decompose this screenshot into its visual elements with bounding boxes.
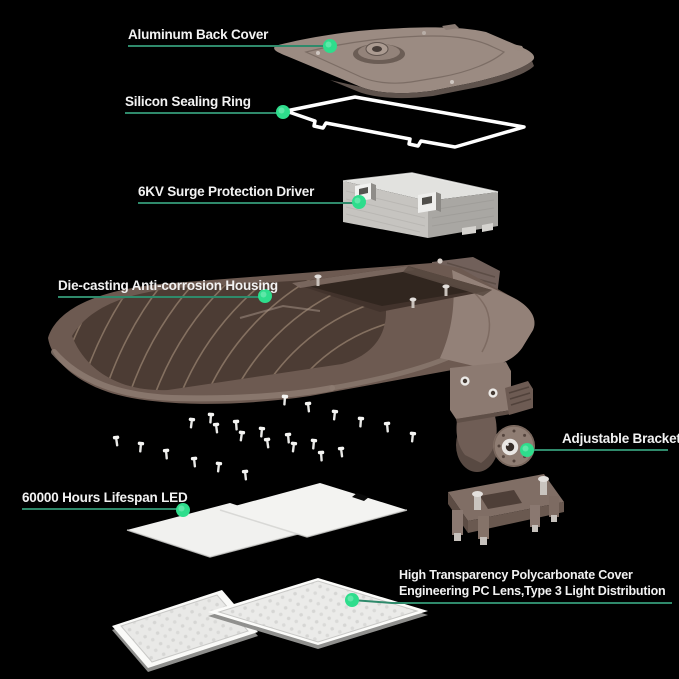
label-pc-lens-line1: High Transparency Polycarbonate Cover [399, 568, 633, 582]
screw [383, 421, 392, 433]
label-pc-lens: High Transparency Polycarbonate Cover En… [399, 567, 666, 599]
label-lifespan-led: 60000 Hours Lifespan LED [22, 490, 188, 505]
label-adjustable-bracket: Adjustable Bracket [562, 431, 679, 446]
bracket-legs [452, 496, 559, 545]
screw [214, 461, 223, 473]
base-bolt [472, 491, 483, 510]
part-aluminum-back-cover [274, 24, 535, 99]
housing-bolt [442, 284, 450, 296]
screw [212, 422, 221, 434]
screw [337, 446, 346, 458]
housing-bolt [314, 274, 322, 286]
leader-line [351, 599, 672, 604]
label-silicon-sealing-ring: Silicon Sealing Ring [125, 94, 251, 109]
screw [289, 441, 298, 453]
screw [162, 448, 171, 460]
screw [207, 412, 215, 424]
label-aluminum-back-cover: Aluminum Back Cover [128, 27, 269, 42]
screw [357, 416, 365, 428]
screw [232, 419, 240, 431]
base-bolt [538, 476, 549, 495]
screw [304, 401, 313, 413]
screw [257, 426, 266, 438]
label-pc-lens-line2: Engineering PC Lens,Type 3 Light Distrib… [399, 584, 666, 598]
part-silicon-sealing-ring [284, 95, 526, 149]
label-die-casting-housing: Die-casting Anti-corrosion Housing [58, 278, 278, 293]
label-surge-protection-driver: 6KV Surge Protection Driver [138, 184, 315, 199]
housing-bolt [409, 297, 417, 308]
screw [187, 417, 196, 429]
part-adjustable-bracket [448, 362, 564, 545]
screws-field [112, 394, 417, 481]
screw [281, 394, 289, 406]
screw [112, 435, 121, 447]
housing-fins-area [72, 277, 386, 391]
screw [263, 437, 272, 449]
screw [408, 431, 417, 443]
screw [330, 409, 339, 421]
part-led-panels [126, 483, 408, 558]
screw [136, 441, 145, 453]
screw [241, 469, 250, 481]
screw [284, 432, 293, 444]
screw [237, 430, 246, 442]
disc-dial-dots [497, 429, 531, 463]
callouts [22, 39, 672, 607]
screw [309, 438, 318, 450]
screw [317, 450, 325, 462]
part-housing [48, 257, 535, 404]
screw [190, 456, 199, 468]
part-surge-protection-driver [342, 172, 499, 238]
part-lens-panels [112, 578, 428, 672]
